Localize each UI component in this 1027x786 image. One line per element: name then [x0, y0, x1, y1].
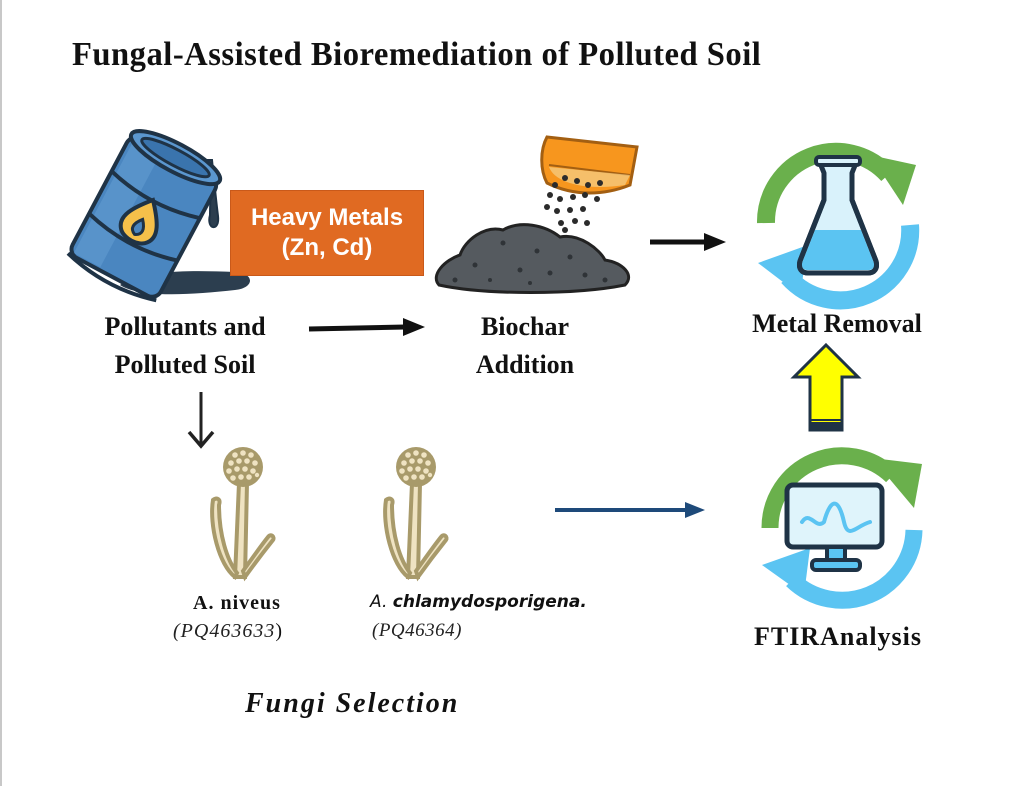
pollutants-label-line1: Pollutants and [104, 312, 266, 341]
biochar-label: Biochar Addition [420, 308, 630, 384]
species-1-code: (PQ463633) [173, 620, 282, 643]
arrow-ftir-to-removal [790, 342, 862, 432]
species-2-name: A. chlamydosporigena. [370, 592, 587, 612]
arrow-fungi-to-ftir [555, 502, 705, 518]
metal-removal-label: Metal Removal [752, 309, 922, 338]
heavy-metals-badge: Heavy Metals (Zn, Cd) [230, 190, 424, 276]
species-1-code-text: (PQ463633 [173, 620, 276, 642]
species-1-code-close: ) [275, 620, 282, 642]
species-1-name: A. niveus [193, 592, 281, 614]
biochar-pile-icon [434, 135, 639, 294]
oil-barrel-icon [66, 129, 250, 303]
monitor-cycle-icon [761, 447, 923, 609]
heavy-metals-line2: (Zn, Cd) [281, 234, 373, 261]
arrow-pollutants-to-biochar [308, 318, 425, 336]
fungus-icon [383, 447, 449, 582]
page-edge [0, 0, 2, 786]
ftir-label: FTIRAnalysis [753, 622, 923, 651]
species-2-code: (PQ46364) [372, 620, 462, 641]
arrow-pollutants-to-fungi [187, 392, 215, 449]
biochar-label-line1: Biochar [480, 312, 570, 341]
arrow-biochar-to-removal [650, 233, 726, 251]
diagram-title: Fungal-Assisted Bioremediation of Pollut… [72, 36, 762, 73]
heavy-metals-line1: Heavy Metals [250, 204, 404, 231]
species-2-name-prefix: A. [370, 592, 393, 612]
biochar-label-line2: Addition [475, 350, 575, 379]
pollutants-label-line2: Polluted Soil [114, 350, 256, 379]
fungus-icon [210, 447, 276, 582]
fungi-selection-label: Fungi Selection [245, 688, 460, 719]
flask-cycle-icon [756, 142, 920, 310]
pollutants-label: Pollutants and Polluted Soil [70, 308, 300, 384]
species-2-name-bold: chlamydosporigena. [392, 592, 587, 612]
